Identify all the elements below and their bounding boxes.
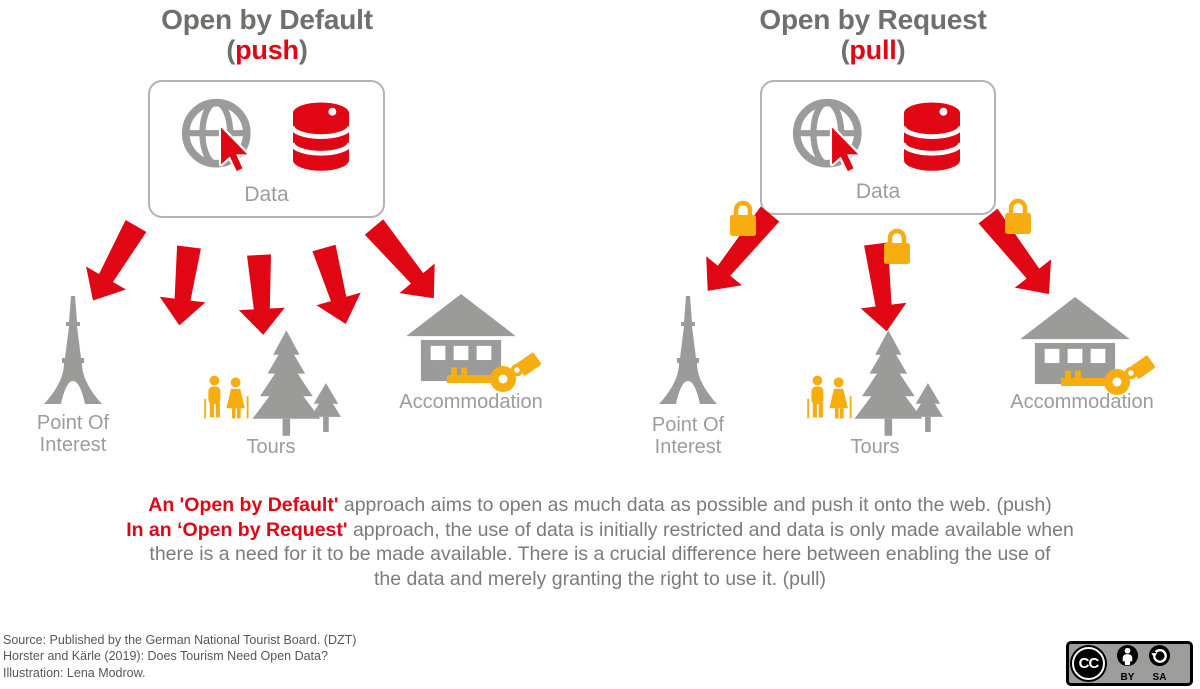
source-attribution: Source: Published by the German National… [3, 632, 356, 681]
push-paren-open: ( [226, 35, 236, 65]
poi-label-line2: Interest [39, 434, 107, 456]
description-paragraph: An 'Open by Default' approach aims to op… [0, 493, 1200, 591]
tours-label: Tours [850, 436, 900, 458]
pull-paren-close: ) [896, 35, 906, 65]
flow-arrow [238, 254, 285, 335]
padlock-icon [1005, 198, 1031, 234]
accommodation-label: Accommodation [399, 391, 543, 413]
poi-label: Point Of Interest [3, 412, 143, 456]
cc-logo-icon: CC [1070, 645, 1107, 682]
flow-arrow [312, 244, 361, 324]
globe-cursor-icon [181, 98, 251, 174]
description-line1: An 'Open by Default' approach aims to op… [0, 493, 1200, 518]
data-box-icons [789, 95, 967, 179]
poi-label-line2: Interest [654, 436, 722, 458]
push-keyword: push [235, 35, 299, 65]
pull-title-text: Open by Request [759, 4, 987, 35]
cc-by-label: BY [1120, 672, 1135, 683]
description-line3: there is a need for it to be made availa… [149, 543, 1051, 565]
push-title-text: Open by Default [161, 4, 373, 35]
key-icon [1061, 355, 1155, 395]
push-paren-close: ) [298, 35, 308, 65]
data-box-label: Data [244, 183, 289, 206]
source-line2: Horster and Kärle (2019): Does Tourism N… [3, 649, 328, 664]
flow-arrow [706, 206, 780, 291]
push-title-keyword-line: (push) [97, 35, 437, 65]
data-box-pull: Data [760, 80, 996, 215]
key-icon [447, 352, 541, 392]
cc-by-icon [1116, 644, 1139, 667]
flow-arrow [364, 219, 435, 299]
cc-logo-text: CC [1078, 655, 1100, 672]
pine-trees-icon [854, 330, 943, 436]
pull-keyword: pull [849, 35, 897, 65]
poi-label-line1: Point Of [651, 414, 725, 436]
data-box-icons [178, 95, 356, 179]
padlock-icon [730, 200, 756, 236]
eiffel-tower-icon [659, 296, 717, 404]
cc-sa-block: SA [1148, 644, 1171, 683]
data-box-push: Data [148, 80, 385, 218]
flow-arrow [978, 208, 1052, 295]
database-icon [289, 102, 352, 171]
description-line1-highlight: An 'Open by Default' [148, 494, 339, 516]
padlock-icon [884, 228, 910, 264]
flow-arrow [860, 242, 907, 332]
house-icon [406, 294, 516, 382]
description-line2-rest: approach, the use of data is initially r… [347, 518, 1074, 541]
eiffel-tower-icon [44, 296, 102, 404]
description-line4: the data and merely granting the right t… [373, 567, 826, 590]
globe-cursor-icon [792, 98, 862, 174]
description-line2-highlight: In an ‘Open by Request' [126, 518, 348, 541]
pine-trees-icon [252, 330, 341, 436]
source-line3: Illustration: Lena Modrow. [3, 665, 146, 680]
cc-sa-icon [1148, 644, 1171, 667]
cc-sa-label: SA [1152, 672, 1167, 683]
pull-paren-open: ( [840, 35, 850, 65]
flow-arrow [159, 245, 206, 326]
tourists-icon [807, 375, 852, 419]
accommodation-label: Accommodation [1010, 391, 1154, 413]
flow-arrow [86, 220, 147, 301]
poi-label-line1: Point Of [36, 412, 110, 434]
description-line1-rest: approach aims to open as much data as po… [338, 494, 1052, 516]
pull-title-keyword-line: (pull) [703, 35, 1043, 65]
data-box-label: Data [855, 180, 901, 203]
push-panel-title: Open by Default (push) [97, 4, 437, 66]
database-icon [900, 102, 964, 171]
description-line2: In an ‘Open by Request' approach, the us… [0, 518, 1200, 543]
tours-label: Tours [246, 436, 296, 458]
source-line1: Source: Published by the German National… [3, 633, 357, 647]
tourists-icon [204, 375, 249, 419]
cc-by-block: BY [1116, 644, 1139, 683]
cc-license-badge: CC BY SA [1066, 641, 1193, 686]
pull-panel-title: Open by Request (pull) [703, 4, 1043, 66]
poi-label: Point Of Interest [618, 414, 758, 458]
